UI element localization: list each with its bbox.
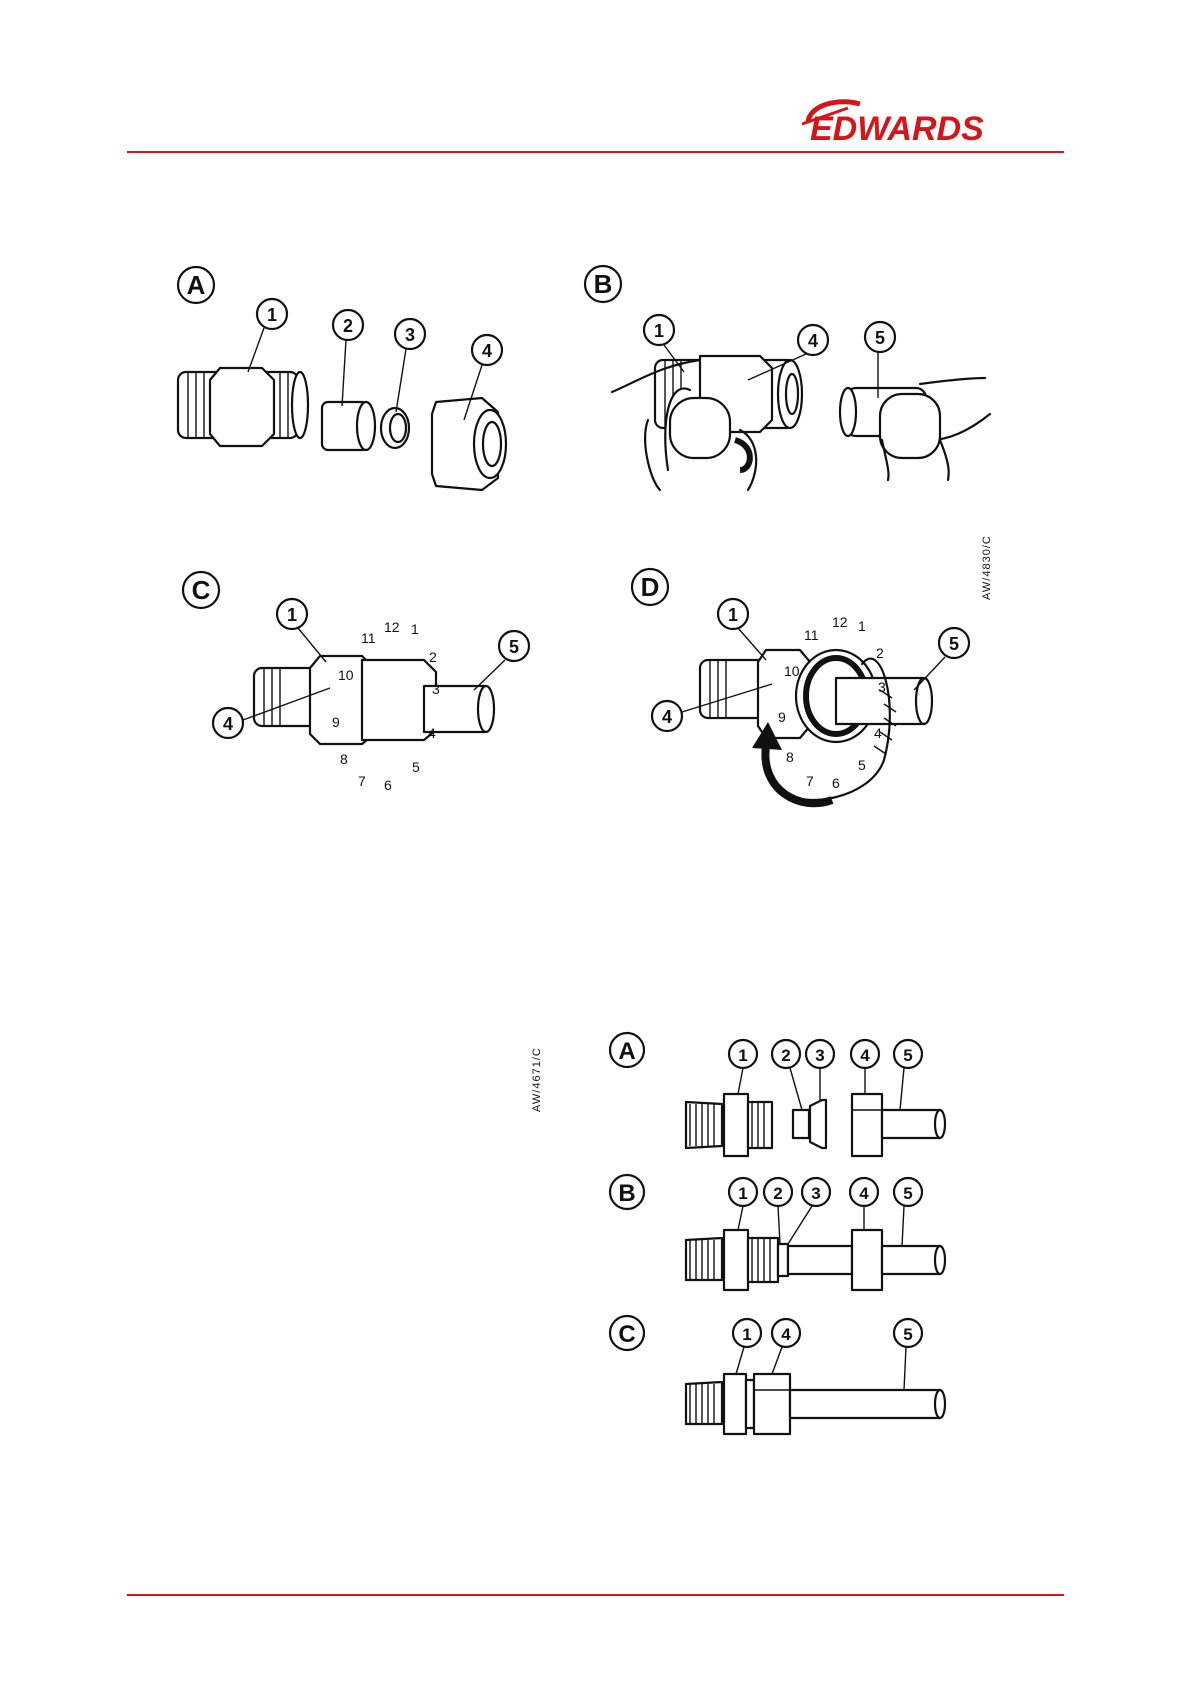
panel-c-label: C [192, 575, 211, 605]
callout-5-number: 5 [903, 1184, 912, 1203]
row-a: A 1 2 3 4 5 [610, 1033, 945, 1156]
callout-5-number: 5 [509, 637, 519, 657]
panel-a: A [178, 267, 506, 490]
clock-5: 5 [412, 759, 420, 775]
clock-8: 8 [340, 751, 348, 767]
callout-4-number: 4 [859, 1184, 869, 1203]
callout-1-number: 1 [738, 1184, 747, 1203]
clock-7: 7 [806, 773, 814, 789]
callout-5-number: 5 [903, 1325, 912, 1344]
row-c: C 1 4 5 [610, 1316, 945, 1434]
callout-3-number: 3 [405, 325, 415, 345]
assembled-fitting-wrench [700, 650, 932, 800]
callout-4-number: 4 [781, 1325, 791, 1344]
clock-2: 2 [876, 645, 884, 661]
panel-c: C 12 1 2 3 4 5 6 7 8 9 10 11 [183, 572, 529, 793]
clock-11: 11 [361, 630, 376, 646]
callout-1-number: 1 [654, 321, 664, 341]
panel-d: D 12 1 2 3 4 5 [632, 569, 969, 803]
callout-5-number: 5 [903, 1046, 912, 1065]
callout-1-number: 1 [742, 1325, 751, 1344]
clock-1: 1 [858, 618, 866, 634]
callout-4-number: 4 [860, 1046, 870, 1065]
clock-6: 6 [832, 775, 840, 791]
callout-3-number: 3 [815, 1046, 824, 1065]
callout-2-number: 2 [773, 1184, 782, 1203]
clock-5: 5 [858, 757, 866, 773]
panel-a-label: A [187, 270, 206, 300]
clock-4: 4 [428, 725, 436, 741]
callout-3-number: 3 [811, 1184, 820, 1203]
callout-1-number: 1 [738, 1046, 747, 1065]
tube-and-hand [840, 378, 990, 480]
row-b-label: B [618, 1180, 635, 1207]
callout-1-number: 1 [287, 605, 297, 625]
figure-reference-bottom: AW/4671/C [531, 1047, 543, 1112]
clock-1: 1 [411, 621, 419, 637]
clock-10: 10 [784, 663, 800, 679]
clock-11: 11 [804, 627, 819, 643]
panel-d-label: D [641, 572, 660, 602]
front-ferrule [381, 408, 409, 448]
clock-6: 6 [384, 777, 392, 793]
callout-5-number: 5 [875, 328, 885, 348]
clock-9: 9 [332, 714, 340, 730]
callout-4-number: 4 [662, 707, 672, 727]
callout-2-number: 2 [781, 1046, 790, 1065]
callout-5-number: 5 [949, 634, 959, 654]
row-c-label: C [618, 1321, 635, 1348]
callout-1-number: 1 [267, 305, 277, 325]
panel-b: B [585, 266, 990, 490]
clock-9: 9 [778, 709, 786, 725]
clock-12: 12 [832, 614, 848, 630]
clock-12: 12 [384, 619, 400, 635]
back-ferrule [322, 402, 375, 450]
callout-4-number: 4 [482, 341, 492, 361]
figure-reference-top: AW/4830/C [981, 535, 993, 600]
clock-3: 3 [432, 681, 440, 697]
row-b: B 1 2 3 4 5 [610, 1175, 945, 1290]
callout-2-number: 2 [343, 316, 353, 336]
assembled-fitting [254, 656, 494, 744]
panel-b-label: B [594, 269, 613, 299]
clock-2: 2 [429, 649, 437, 665]
clock-10: 10 [338, 667, 354, 683]
row-a-label: A [618, 1038, 635, 1065]
clock-3: 3 [878, 679, 886, 695]
callout-1-number: 1 [728, 605, 738, 625]
callout-4-number: 4 [223, 714, 233, 734]
callout-4-number: 4 [808, 331, 818, 351]
fitting-body [178, 368, 308, 446]
nut [432, 398, 506, 490]
clock-4: 4 [874, 725, 882, 741]
clock-7: 7 [358, 773, 366, 789]
clock-8: 8 [786, 749, 794, 765]
